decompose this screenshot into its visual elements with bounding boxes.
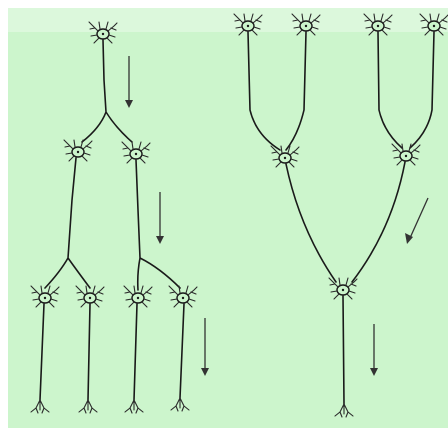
arrow-down-4 bbox=[370, 324, 378, 376]
terminal-2 bbox=[79, 400, 97, 413]
arrow-down-1 bbox=[125, 56, 133, 108]
arrow-diagonal bbox=[405, 198, 428, 244]
neuron-level3-a bbox=[31, 286, 59, 307]
axon-level2-a bbox=[45, 158, 90, 288]
neuron-level3-d bbox=[169, 286, 197, 307]
terminal-1 bbox=[31, 400, 49, 413]
neuron-mid-b bbox=[392, 144, 420, 165]
terminal-bottom bbox=[335, 404, 353, 417]
axon-level2-b bbox=[136, 160, 180, 290]
axon-mid bbox=[286, 162, 405, 282]
arrow-down-3 bbox=[201, 318, 209, 376]
divergence-tree bbox=[31, 22, 209, 413]
arrow-down-2 bbox=[156, 192, 164, 244]
neuron-level2-a bbox=[64, 140, 92, 161]
convergence-tree bbox=[234, 14, 448, 417]
neuron-mid-a bbox=[271, 146, 299, 167]
axon-top-pair-b bbox=[378, 32, 434, 148]
axon-bottom bbox=[343, 296, 344, 404]
axon-top-left bbox=[82, 40, 132, 142]
axon-top-pair-a bbox=[248, 32, 306, 150]
terminal-4 bbox=[171, 398, 189, 411]
terminal-3 bbox=[125, 400, 143, 413]
axon-level3 bbox=[40, 304, 184, 400]
